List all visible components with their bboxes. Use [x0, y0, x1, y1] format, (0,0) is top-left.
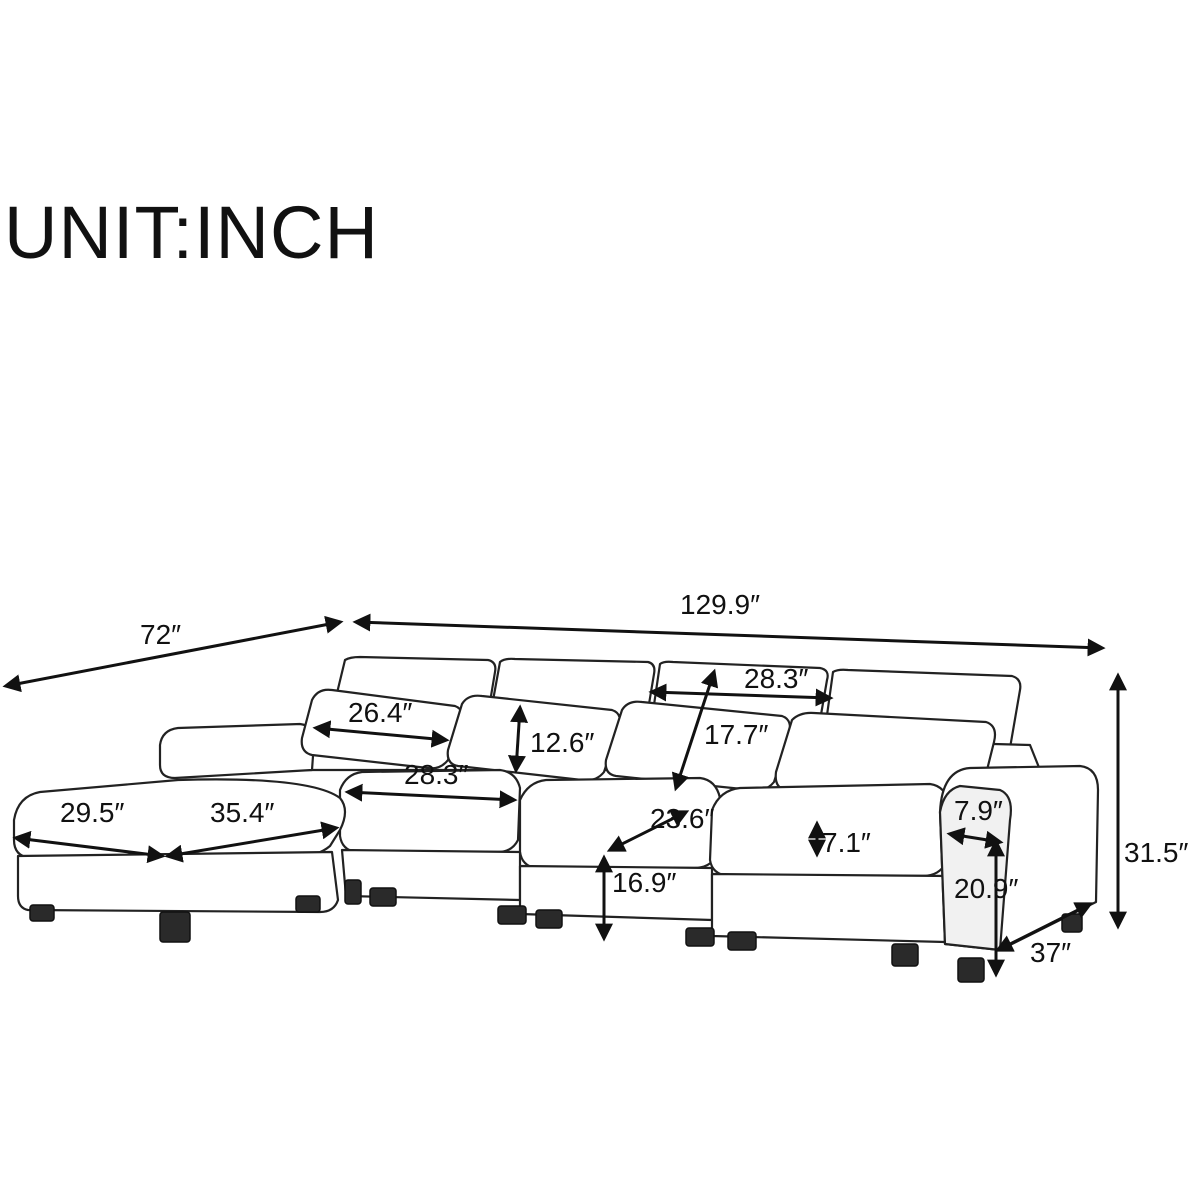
leg	[497, 905, 527, 925]
ottoman-base	[16, 850, 340, 914]
seat-base-1	[340, 848, 522, 902]
dimension-labels: 72″ 129.9″ 26.4″ 12.6″ 28.3″ 17.7″ 28.3″…	[60, 589, 1188, 968]
label-seat-cushion-depth: 23.6″	[650, 803, 714, 834]
leg	[295, 895, 321, 913]
ottoman-length-arrow	[164, 821, 340, 863]
label-ottoman-length: 35.4″	[210, 797, 274, 828]
ottoman-width-arrow	[12, 830, 166, 864]
label-cushion-thickness: 7.1″	[822, 827, 871, 858]
overall-depth-arrow	[2, 615, 344, 693]
leg	[29, 904, 55, 922]
label-arm-width: 7.9″	[954, 795, 1003, 826]
label-arm-depth: 37″	[1030, 937, 1071, 968]
pillow-height-arrow	[507, 704, 529, 774]
seat-cushion-depth-arrow	[606, 810, 690, 852]
overall-length-arrow	[352, 613, 1106, 657]
leg	[685, 927, 715, 947]
seat-depth-arrow	[671, 668, 719, 792]
label-back-cushion-width: 28.3″	[744, 663, 808, 694]
leg	[159, 911, 191, 943]
leg	[957, 957, 985, 983]
label-pillow-height: 12.6″	[530, 727, 594, 758]
left-arm	[158, 722, 316, 780]
label-seat-height: 16.9″	[612, 867, 676, 898]
label-overall-height: 31.5″	[1124, 837, 1188, 868]
leg	[535, 909, 563, 929]
pillow-2	[446, 694, 622, 782]
label-seat-depth: 17.7″	[704, 719, 768, 750]
leg	[369, 887, 397, 907]
unit-title: UNIT:INCH	[4, 191, 379, 274]
dimension-lines	[2, 613, 1127, 978]
label-pillow-width: 26.4″	[348, 697, 412, 728]
leg	[344, 879, 362, 905]
label-arm-height: 20.9″	[954, 873, 1018, 904]
label-seat-width: 28.3″	[404, 759, 468, 790]
leg	[727, 931, 757, 951]
label-overall-depth: 72″	[140, 619, 181, 650]
leg	[891, 943, 919, 967]
label-overall-length: 129.9″	[680, 589, 760, 620]
seat-width-arrow	[344, 783, 518, 809]
label-ottoman-width: 29.5″	[60, 797, 124, 828]
sofa-illustration	[12, 655, 1100, 983]
pillow-width-arrow	[312, 720, 450, 748]
arm-depth-arrow	[994, 902, 1094, 952]
